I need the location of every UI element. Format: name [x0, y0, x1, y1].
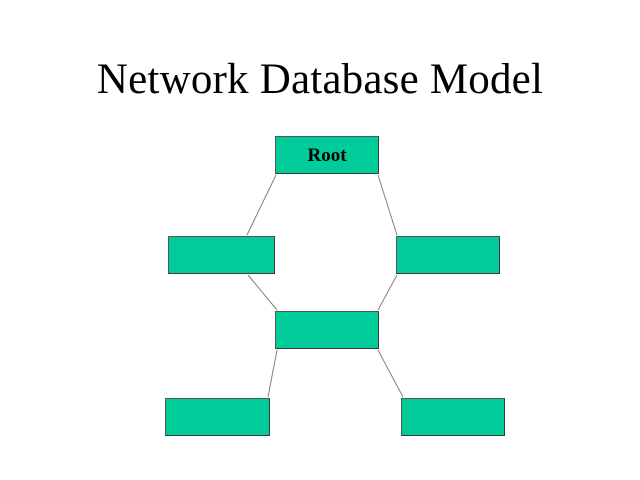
- diagram-node-label: Root: [307, 144, 347, 166]
- diagram-node-level3-center[interactable]: [275, 311, 379, 349]
- diagram-node-root[interactable]: Root: [275, 136, 379, 174]
- page-title: Network Database Model: [96, 56, 544, 103]
- diagram-node-level2-right[interactable]: [396, 236, 500, 274]
- diagram-node-level2-left[interactable]: [168, 236, 275, 274]
- diagram-node-level4-right[interactable]: [401, 398, 505, 436]
- diagram-node-level4-left[interactable]: [165, 398, 270, 436]
